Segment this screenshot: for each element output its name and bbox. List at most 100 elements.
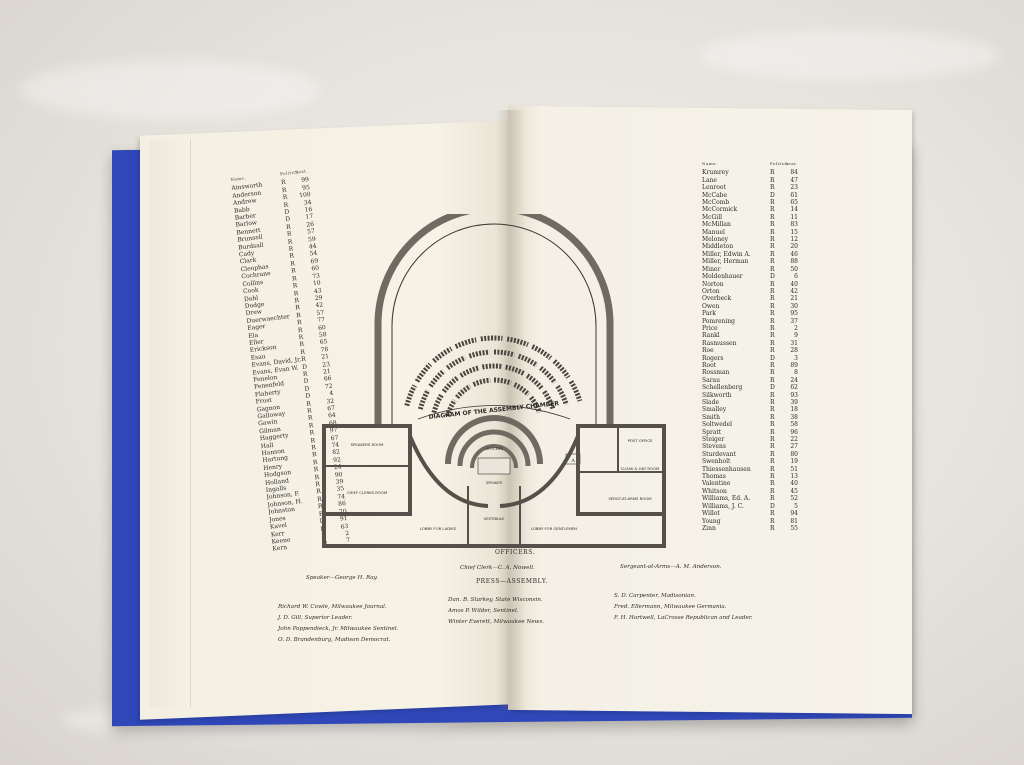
roster-name: Willot <box>702 510 720 518</box>
roster-name: Slade <box>702 399 719 406</box>
roster-name: Schellenberg <box>702 384 743 392</box>
seat-block <box>525 373 544 390</box>
press-heading: PRESS—ASSEMBLY. <box>476 578 549 585</box>
roster-seat: 22 <box>790 436 798 444</box>
roster-party: R <box>770 406 775 414</box>
seat-block <box>445 398 457 417</box>
roster-name: Rasmussen <box>702 339 737 347</box>
seat-block <box>531 344 553 361</box>
roster-party: R <box>770 369 775 377</box>
roster-name: Orton <box>702 287 720 295</box>
seat-block <box>517 353 539 368</box>
roster-name: McMillan <box>702 221 731 229</box>
press-entry: Richard W. Cowle, Milwaukee Journal. <box>278 604 387 610</box>
roster-party: R <box>770 310 775 318</box>
seat-block <box>472 377 491 387</box>
seat-block <box>431 393 444 414</box>
roster-seat: 5 <box>794 502 798 510</box>
roster-party: R <box>770 169 775 177</box>
press-column-2: Dan. B. Starkey, State Wisconsin. Amos P… <box>448 595 544 628</box>
roster-seat: 3 <box>794 354 798 362</box>
roster-name: Soltwedel <box>702 421 733 429</box>
roster-party: R <box>770 339 775 347</box>
roster-name: Miller, Edwin A. <box>702 250 751 258</box>
seat-block <box>493 377 512 386</box>
roster-name: Williams, Ed. A. <box>702 495 751 503</box>
roster-row: Park R 95 <box>702 310 798 317</box>
seat-block <box>417 388 431 410</box>
roster-name: Williams, J. C. <box>702 502 744 510</box>
roster-party: R <box>770 413 775 421</box>
roster-party: R <box>770 317 775 325</box>
speaker-credit: Speaker—George H. Ray. <box>306 575 378 581</box>
officers-label: OFFICERS <box>485 447 503 451</box>
roster-party: R <box>770 347 775 355</box>
seat-block <box>428 368 446 388</box>
roster-seat: 52 <box>790 495 798 503</box>
roster-party: R <box>770 517 775 525</box>
roster-seat: 95 <box>790 310 798 318</box>
roster-seat: 14 <box>790 206 798 214</box>
seat-block <box>555 384 569 406</box>
roster-seat: 55 <box>790 524 798 532</box>
speaker-label: SPEAKER <box>486 481 502 485</box>
roster-name: Rankl <box>702 332 720 340</box>
vestibule-label: VESTIBULE <box>484 516 505 521</box>
seat-block <box>513 382 531 397</box>
assembly-chamber-diagram: DIAGRAM OF THE ASSEMBLY CHAMBER OFFICERS… <box>322 214 666 548</box>
roster-header-politics: Politics. <box>770 161 791 166</box>
roster-seat: 9 <box>794 332 798 340</box>
roster-name: Miner <box>702 265 721 273</box>
chamber-inner-wall <box>391 223 597 424</box>
roster-name: Smalley <box>702 406 727 414</box>
roster-name: Lenroot <box>702 184 726 192</box>
roster-name: Roe <box>702 347 714 355</box>
post-office-label: POST OFFICE <box>628 438 653 443</box>
lobby-ladies-label: LOBBY FOR LADIES <box>420 526 457 531</box>
roster-name: Park <box>702 310 716 318</box>
roster-seat: 19 <box>790 458 798 466</box>
roster-row: Rankl R 9 <box>702 332 798 339</box>
roster-name: McCabe <box>702 191 728 199</box>
roster-seat: 37 <box>790 317 798 325</box>
roster-seat: 88 <box>790 258 798 266</box>
roster-name: Root <box>702 361 717 369</box>
seat-block <box>538 365 557 385</box>
building-walls <box>322 424 666 548</box>
press-entry: O. D. Brandenburg, Madison Democrat. <box>278 637 391 643</box>
roster-seat: 61 <box>790 191 798 199</box>
seat-block <box>468 349 490 359</box>
roster-seat: 51 <box>790 465 798 473</box>
roster-party: R <box>770 250 775 258</box>
roster-name: Whitson <box>702 487 727 495</box>
roster-name: Sturdevant <box>702 450 736 458</box>
roster-seat: 24 <box>790 376 798 384</box>
roster-party: R <box>770 332 775 340</box>
roster-seat: 58 <box>790 421 798 429</box>
roster-seat: 42 <box>790 287 798 295</box>
page-edges <box>150 139 191 709</box>
sergeant-credit: Sergeant-at-Arms—A. M. Anderson. <box>620 564 722 570</box>
roster-name: McComb <box>702 199 730 207</box>
roster-party: R <box>770 236 775 244</box>
roster-name: Steiger <box>702 436 725 444</box>
